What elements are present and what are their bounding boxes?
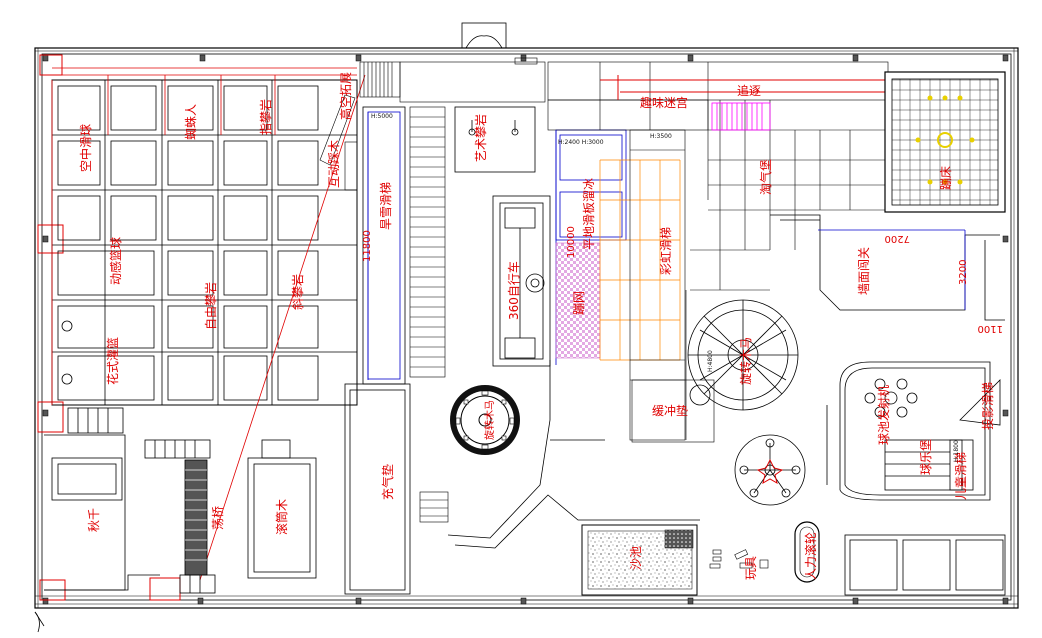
label-fun-maze: 趣味迷宫 <box>640 95 688 110</box>
label-projection-slide: 投影滑梯 <box>980 382 995 430</box>
label-naughty-castle: 淘气堡 <box>758 159 773 195</box>
label-air-cushion: 充气垫 <box>380 464 395 500</box>
label-fancy-basket: 花式灌篮 <box>105 337 120 385</box>
bottom-right-boxes <box>844 534 1006 596</box>
label-rotating-carousel: 旋转木马 <box>483 400 496 440</box>
label-flat-treadmill: 平地滑板溜冰 <box>581 178 596 250</box>
entrance-door-top <box>461 22 507 49</box>
label-dynamic-basketball: 动感篮球 <box>108 237 123 285</box>
red-star-marker <box>756 458 784 485</box>
trampoline-circle <box>687 299 799 411</box>
label-interactive-wood: 互动踩木 <box>327 140 341 188</box>
label-ball-pool: 球池发射机 <box>876 385 891 445</box>
label-tools: 玩具 <box>744 556 758 580</box>
label-cushion: 缓冲垫 <box>652 403 688 418</box>
label-wall-game: 墙面闯关 <box>856 247 871 295</box>
label-pursuit: 追逐 <box>737 83 761 98</box>
climbing-red-lines <box>51 67 366 581</box>
label-cycle-360: 360自行车 <box>506 261 521 320</box>
zone-labels: 高空拓展 互动踩木 蜘蛛人 指攀岩 空中滑球 动感篮球 自由攀岩 斜攀岩 花式灌… <box>78 72 995 580</box>
dry-snow-slide <box>344 106 411 595</box>
label-aerial-ball: 空中滑球 <box>78 124 93 172</box>
label-small-slide: 儿童滑梯 <box>953 452 968 500</box>
dim-h4800: H:4800 <box>707 350 714 372</box>
label-rainbow-slide: 彩虹滑梯 <box>659 227 673 275</box>
label-dry-snow-slide: 旱雪滑梯 <box>379 182 393 230</box>
dim-10000: 10000 <box>566 226 577 258</box>
entrance-door-bottom <box>34 611 45 633</box>
bottom-left-area <box>44 407 317 594</box>
label-human-wheel: 人力滚轮 <box>803 532 818 580</box>
art-climbing-area <box>454 106 536 173</box>
wall-game-dims <box>818 229 966 310</box>
ball-pool-area <box>826 361 1001 501</box>
magenta-blocks <box>711 102 771 131</box>
spinner-area <box>734 434 806 506</box>
outer-walls <box>34 47 1019 609</box>
dimension-labels: H:5000 H:3500 H:2400 H:3000 11800 10000 … <box>362 113 1003 462</box>
human-wheel <box>794 521 820 583</box>
dim-1100: 1100 <box>978 323 1003 334</box>
dim-h3500: H:3500 <box>650 133 672 140</box>
climbing-grid <box>51 79 358 406</box>
label-sand-pool: 沙池 <box>629 546 643 570</box>
label-high-expansion: 高空拓展 <box>338 72 353 120</box>
label-slope-climbing: 斜攀岩 <box>290 274 305 310</box>
label-art-climbing: 艺术攀岩 <box>473 114 488 162</box>
label-spider-man: 蜘蛛人 <box>183 104 198 140</box>
label-rotating-tower: 旋转木马 <box>738 337 753 385</box>
dim-h1800: H:1800 <box>953 440 960 462</box>
label-free-climbing: 自由攀岩 <box>203 282 218 330</box>
sand-pool <box>581 524 698 596</box>
dim-h5000: H:5000 <box>371 113 393 120</box>
cycle-360-area <box>492 195 551 367</box>
blue-dim-lines <box>367 112 557 380</box>
stair-block <box>409 106 449 523</box>
red-markers <box>37 54 181 601</box>
label-trampoline: 蹦床 <box>939 166 953 190</box>
maze-red-lines <box>600 75 888 100</box>
label-net: 蹦网 <box>572 291 586 315</box>
net-area <box>555 242 601 359</box>
dim-11800: 11800 <box>362 230 373 262</box>
label-finger-rock: 指攀岩 <box>258 99 273 135</box>
dim-3200: 3200 <box>958 260 969 285</box>
top-stairs <box>319 57 546 191</box>
label-swing: 秋千 <box>87 508 101 532</box>
label-roller: 滚筒木 <box>274 499 289 535</box>
toy-items <box>709 549 769 569</box>
rotating-carousel <box>450 385 520 455</box>
dim-7200: 7200 <box>885 233 910 244</box>
dim-h2400: H:2400 H:3000 <box>558 139 604 146</box>
trampoline-grid <box>884 71 1006 213</box>
wall-game-area <box>770 214 1005 321</box>
corridor-lines <box>447 360 700 549</box>
label-sway-bridge: 荡桥 <box>211 506 225 530</box>
label-music-castle: 球乐堡 <box>918 439 933 475</box>
